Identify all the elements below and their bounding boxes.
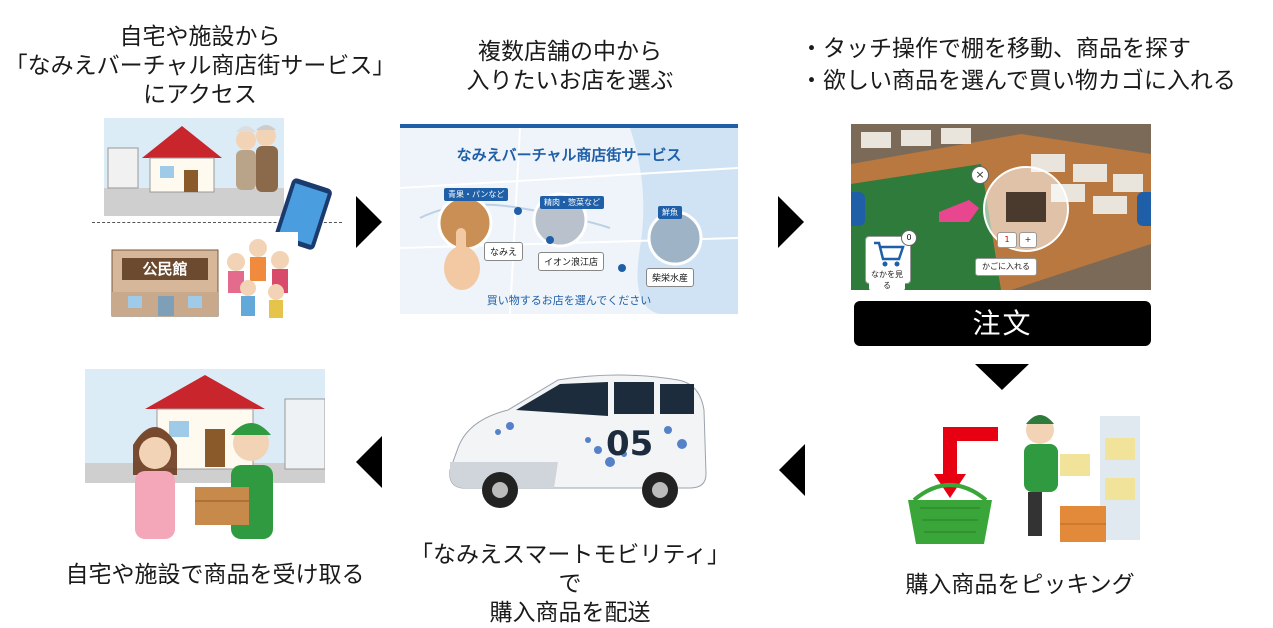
step4-caption: 購入商品をピッキング xyxy=(905,572,1135,598)
tablet-icon xyxy=(270,178,336,256)
cart-icon xyxy=(874,241,905,267)
step5-caption: 「なみえスマートモビリティ」で 購入商品を配送 xyxy=(410,542,730,626)
store-map-screen: なみえバーチャル商店街サービス 青果・パンなど 精肉・惣菜など 鮮魚 なみえ イ… xyxy=(400,124,738,314)
store-tag-fish: 鮮魚 xyxy=(658,206,682,219)
cart-count-badge: 0 xyxy=(901,230,917,246)
flow-arrow-left-1 xyxy=(779,444,805,496)
quantity-plus-button[interactable]: + xyxy=(1019,232,1037,248)
store-button-namie[interactable]: なみえ xyxy=(484,242,524,261)
home-elderly-illustration xyxy=(104,118,284,216)
store-map-title: なみえバーチャル商店街サービス xyxy=(456,146,682,164)
step1-caption: 自宅や施設から 「なみえバーチャル商店街サービス」 にアクセス xyxy=(4,24,396,108)
store-tag-meat: 精肉・惣菜など xyxy=(540,196,604,209)
van-number: 05 xyxy=(606,424,654,464)
home-delivery-illustration xyxy=(85,369,325,549)
community-hall-illustration: 公民館 xyxy=(108,232,298,320)
cart-label: なかを見る xyxy=(869,269,905,290)
picking-illustration xyxy=(900,408,1160,552)
prev-shelf-button[interactable] xyxy=(851,192,865,226)
step6-caption: 自宅や施設で商品を受け取る xyxy=(65,562,365,588)
flow-arrow-right-2 xyxy=(778,196,804,248)
store-tag-produce: 青果・パンなど xyxy=(444,188,509,201)
add-to-cart-button[interactable]: かごに入れる xyxy=(975,258,1037,276)
store-button-aeon[interactable]: イオン浪江店 xyxy=(538,252,605,271)
community-hall-sign: 公民館 xyxy=(142,260,188,278)
store-button-fish-shop[interactable]: 柴栄水産 xyxy=(646,268,695,287)
store-map-footer: 買い物するお店を選んでください xyxy=(486,294,652,307)
step3-bullet-2: ・欲しい商品を選んで買い物カゴに入れる xyxy=(800,68,1236,94)
step2-caption: 複数店舗の中から 入りたいお店を選ぶ xyxy=(466,39,674,94)
order-label: 注文 xyxy=(854,301,1151,346)
flow-arrow-right-1 xyxy=(356,196,382,248)
delivery-van-illustration: 05 xyxy=(438,370,714,524)
step3-bullet-1: ・タッチ操作で棚を移動、商品を探す xyxy=(800,36,1191,62)
step1-divider xyxy=(92,222,342,223)
quantity-field[interactable]: 1 xyxy=(997,232,1017,248)
flow-arrow-left-2 xyxy=(356,436,382,488)
close-icon[interactable]: × xyxy=(971,166,989,184)
virtual-shelf-screen: × なかを見る 0 1 + かごに入れる xyxy=(851,124,1151,290)
next-shelf-button[interactable] xyxy=(1137,192,1151,226)
flow-arrow-down xyxy=(975,364,1029,390)
